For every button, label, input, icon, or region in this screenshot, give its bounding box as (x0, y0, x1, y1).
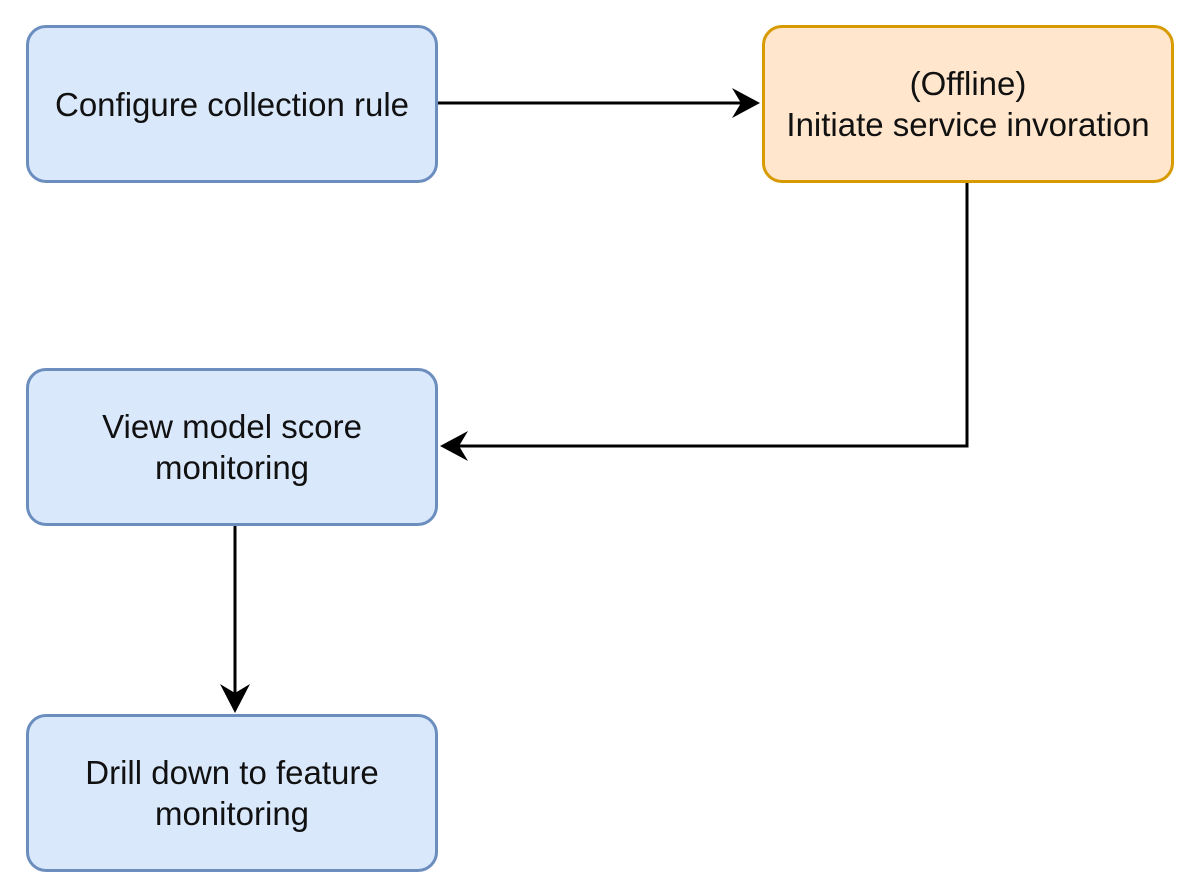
node-configure-collection-rule[interactable]: Configure collection rule (26, 25, 438, 183)
edge-initiate-to-view (440, 183, 969, 461)
node-view-model-score-monitoring[interactable]: View model score monitoring (26, 368, 438, 526)
edge-configure-to-initiate (438, 88, 760, 118)
node-label: (Offline) Initiate service invoration (786, 65, 1150, 143)
node-label: Configure collection rule (54, 85, 410, 123)
node-label: Drill down to feature monitoring (85, 754, 379, 832)
node-label: View model score monitoring (102, 408, 362, 486)
edge-view-to-drill (220, 525, 250, 713)
node-initiate-service-invocation[interactable]: (Offline) Initiate service invoration (762, 25, 1174, 183)
node-drill-down-feature-monitoring[interactable]: Drill down to feature monitoring (26, 714, 438, 872)
